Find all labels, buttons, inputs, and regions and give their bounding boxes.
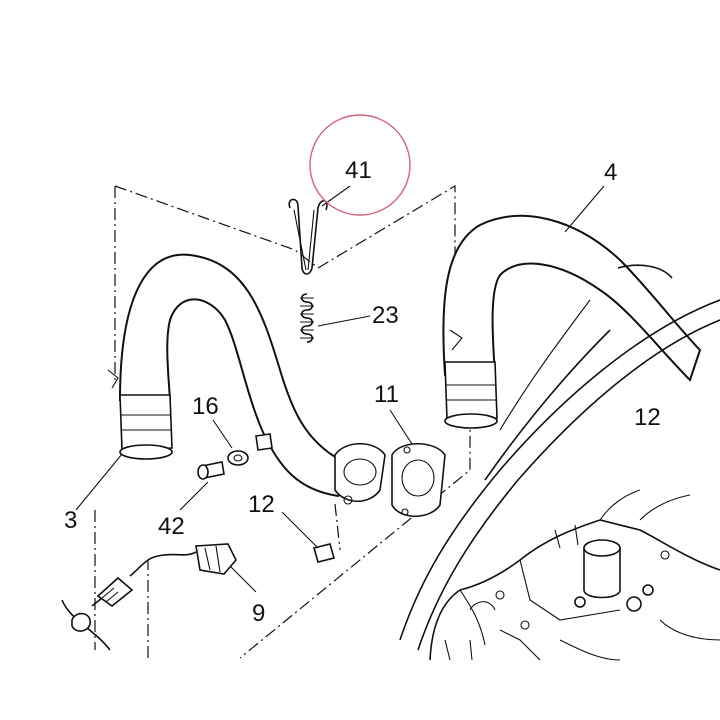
pipe-flange	[334, 443, 386, 505]
frame-tubes-right	[399, 264, 720, 651]
bolt	[197, 461, 225, 480]
callout-42: 42	[158, 513, 185, 540]
oxygen-sensor	[91, 543, 237, 608]
nut	[313, 543, 335, 563]
callout-11: 11	[374, 381, 399, 408]
callout-9: 9	[252, 600, 265, 627]
washer-and-stud	[227, 433, 273, 466]
callout-4: 4	[604, 159, 617, 186]
callout-41: 41	[345, 157, 372, 184]
exhaust-pipe-right	[442, 214, 702, 429]
callout-12: 12	[248, 491, 275, 518]
exhaust-pipe-left	[107, 253, 354, 498]
frame-fragment-left	[61, 599, 111, 651]
callout-16: 16	[192, 393, 219, 420]
highlight-circle	[309, 114, 411, 216]
spring-clip	[288, 198, 328, 275]
callout-12-right: 12	[634, 404, 661, 431]
callout-23: 23	[372, 302, 399, 329]
leader-lines	[75, 185, 605, 593]
gasket	[391, 443, 446, 517]
engine-block	[429, 489, 720, 661]
coil-spring	[300, 293, 314, 343]
callout-3: 3	[64, 507, 77, 534]
